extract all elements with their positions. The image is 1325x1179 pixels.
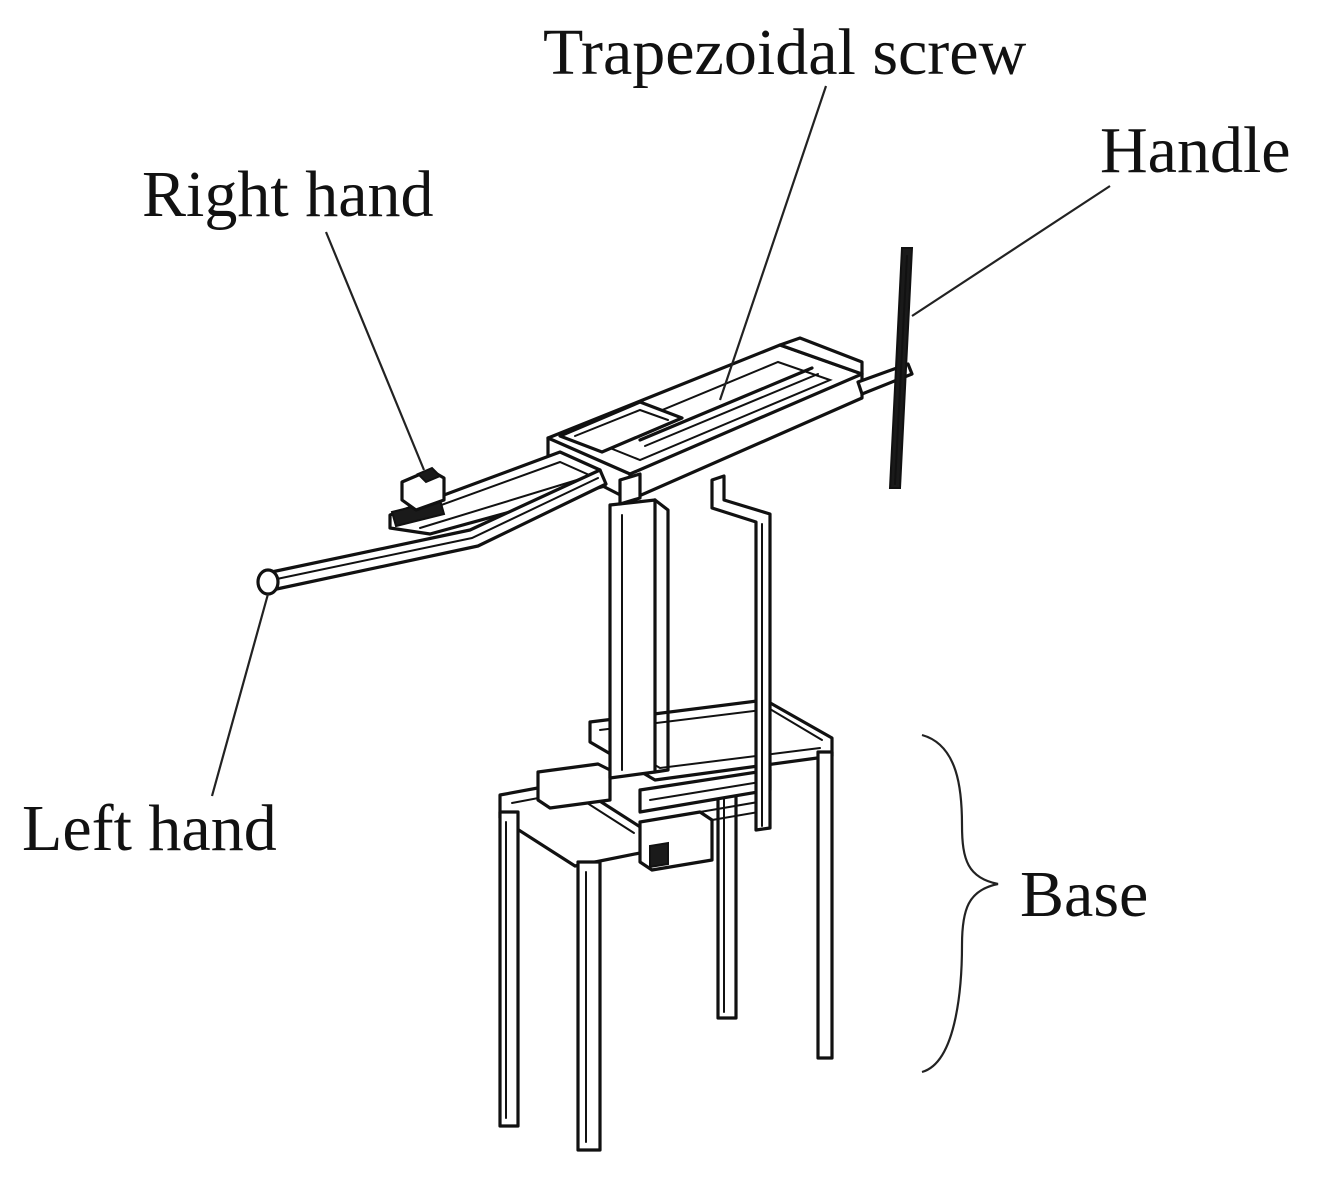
handle bbox=[888, 247, 914, 489]
right-hand-label: Right hand bbox=[142, 158, 434, 231]
trapezoidal-screw-label: Trapezoidal screw bbox=[543, 16, 1027, 89]
trapezoidal-screw bbox=[638, 366, 814, 442]
top-frame bbox=[546, 336, 914, 506]
base-front-left-leg bbox=[498, 810, 520, 1128]
leader-lines bbox=[210, 85, 1111, 1074]
handle-leader bbox=[911, 185, 1111, 317]
base-frame bbox=[498, 698, 834, 1152]
left-hand-label: Left hand bbox=[22, 792, 277, 865]
mast-column bbox=[608, 498, 657, 780]
left-hand-grip bbox=[256, 568, 280, 596]
vertical-mast bbox=[608, 474, 772, 832]
right-hand-arm bbox=[388, 450, 607, 536]
frame-end-plate bbox=[778, 336, 864, 376]
handle-label: Handle bbox=[1100, 114, 1291, 187]
mast-support-rod bbox=[710, 474, 772, 832]
frame-corner-front bbox=[618, 472, 642, 506]
base-rear-right-leg bbox=[816, 750, 834, 1060]
trapezoidal-screw-leader bbox=[718, 85, 828, 401]
base-slide-block bbox=[536, 762, 612, 810]
base-brace bbox=[921, 733, 999, 1074]
base-front-right-leg bbox=[576, 860, 602, 1152]
base-label: Base bbox=[1020, 858, 1149, 931]
top-frame-body bbox=[546, 343, 864, 476]
right-hand-leader bbox=[324, 231, 426, 471]
left-hand-leader bbox=[210, 593, 270, 797]
